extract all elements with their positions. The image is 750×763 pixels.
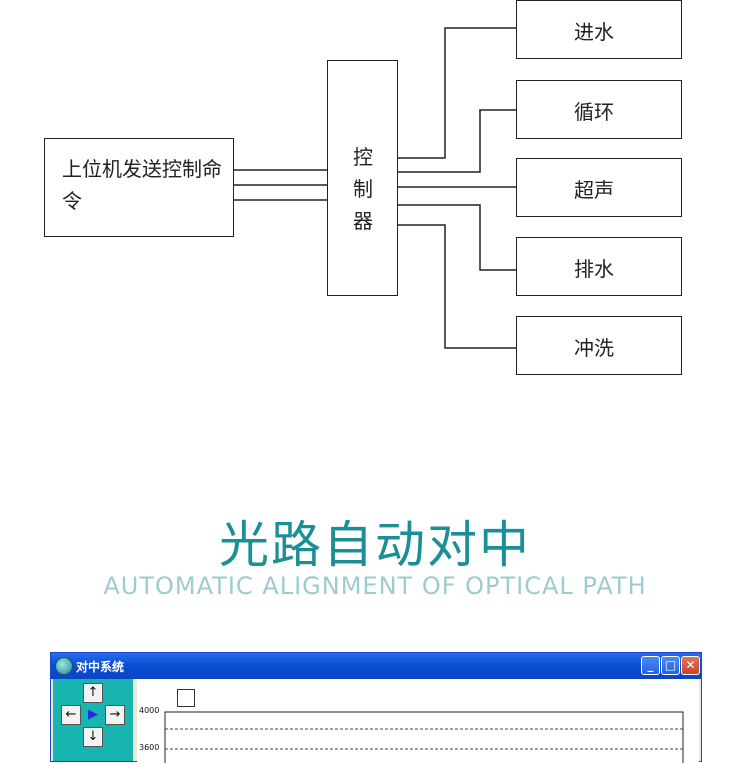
section-title: 光路自动对中 [219,516,531,574]
output-box-flush [516,316,682,375]
output-label-drain: 排水 [574,257,614,281]
connector-lines [233,27,517,349]
output-label-flush: 冲洗 [574,336,614,360]
minimize-icon: _ [647,658,654,672]
plot-grid [164,711,684,763]
close-icon: ✕ [685,658,696,672]
link-inlet [397,27,517,159]
close-button[interactable]: ✕ [681,656,700,675]
move-down-button[interactable]: ↓ [83,727,103,747]
link-flush [397,224,517,349]
move-left-button[interactable]: ← [61,705,81,725]
control-block-diagram: 上位机发送控制命令 控制器 进水 循环 超声 排水 冲洗 [44,0,682,375]
source-label: 上位机发送控制命令 [62,153,222,217]
direction-pad: ↑ ← ▶ → ↓ [53,679,133,761]
alignment-window: 对中系统 _ □ ✕ ↑ ← ▶ → ↓ 4000 3600 [50,652,702,763]
source-box [44,138,234,237]
plot-checkbox[interactable] [177,689,195,707]
source-text: 上位机发送控制命令 [62,157,222,213]
minimize-button[interactable]: _ [641,656,660,675]
maximize-icon: □ [664,658,677,672]
output-box-drain [516,237,682,296]
maximize-button[interactable]: □ [661,656,680,675]
output-box-circulation [516,80,682,139]
output-label-circulation: 循环 [574,100,614,124]
y-tick-4000: 4000 [139,706,160,715]
y-tick-3600: 3600 [139,743,160,752]
output-label-inlet: 进水 [574,20,614,44]
move-up-button[interactable]: ↑ [83,683,103,703]
controller-label: 控制器 [351,141,375,237]
app-logo-icon [55,657,73,675]
section-subtitle: AUTOMATIC ALIGNMENT OF OPTICAL PATH [103,572,647,600]
output-box-inlet [516,0,682,59]
output-label-ultrasonic: 超声 [574,178,614,202]
window-titlebar[interactable]: 对中系统 _ □ ✕ [51,653,701,679]
plot-frame [164,711,684,763]
controller-box [327,60,398,296]
link-drain [397,204,517,271]
output-box-ultrasonic [516,158,682,217]
link-circulation [397,109,517,173]
signal-plot: 4000 3600 [137,679,699,763]
move-right-button[interactable]: → [105,705,125,725]
play-center-button[interactable]: ▶ [83,705,103,725]
controller-text: 控制器 [353,145,373,233]
window-title: 对中系统 [76,660,125,674]
